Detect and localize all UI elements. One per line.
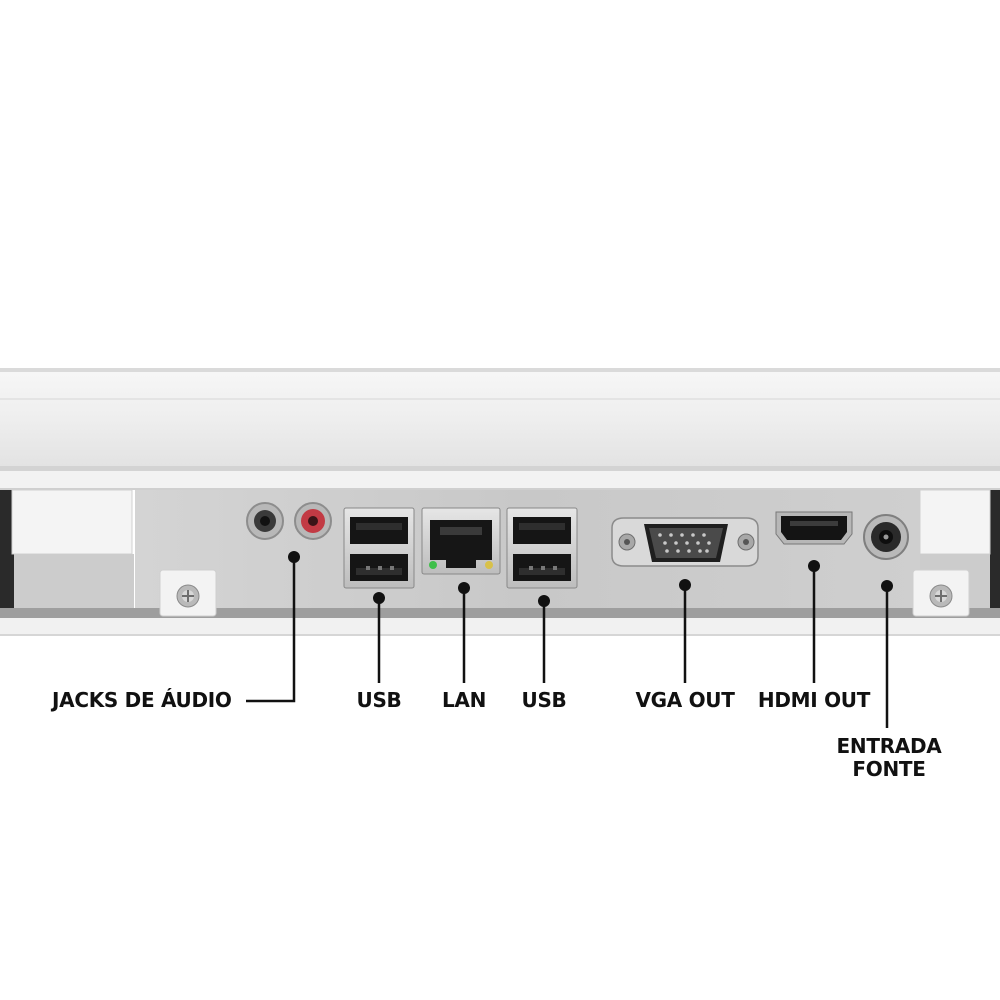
chassis-sides bbox=[0, 489, 1000, 610]
label-power-line2: FONTE bbox=[852, 757, 926, 781]
ethernet-port-icon bbox=[421, 507, 501, 575]
callout-audio bbox=[246, 551, 300, 703]
callout-usb-2 bbox=[538, 595, 550, 683]
audio-jack-icon bbox=[246, 502, 332, 540]
callout-vga bbox=[679, 579, 691, 683]
label-hdmi-out: HDMI OUT bbox=[757, 688, 871, 712]
dc-power-jack-icon bbox=[863, 514, 909, 560]
hdmi-port-icon bbox=[775, 511, 853, 545]
screw-icon bbox=[929, 584, 953, 608]
right-mount-bracket bbox=[912, 569, 970, 617]
label-power-line1: ENTRADA bbox=[836, 734, 942, 758]
usb-port-icon bbox=[506, 507, 578, 589]
callout-lan bbox=[458, 582, 470, 683]
screw-icon bbox=[176, 584, 200, 608]
chassis-top bbox=[0, 368, 1000, 490]
label-audio-jacks: JACKS DE ÁUDIO bbox=[52, 688, 232, 712]
callout-power bbox=[881, 580, 893, 728]
vga-port-icon bbox=[611, 517, 759, 567]
left-mount-bracket bbox=[159, 569, 217, 617]
callout-hdmi bbox=[808, 560, 820, 683]
label-lan: LAN bbox=[441, 688, 487, 712]
usb-port-icon bbox=[343, 507, 415, 589]
label-vga-out: VGA OUT bbox=[635, 688, 735, 712]
chassis-base bbox=[0, 608, 1000, 636]
label-usb-1: USB bbox=[356, 688, 402, 712]
label-usb-2: USB bbox=[521, 688, 567, 712]
callout-usb-1 bbox=[373, 592, 385, 683]
